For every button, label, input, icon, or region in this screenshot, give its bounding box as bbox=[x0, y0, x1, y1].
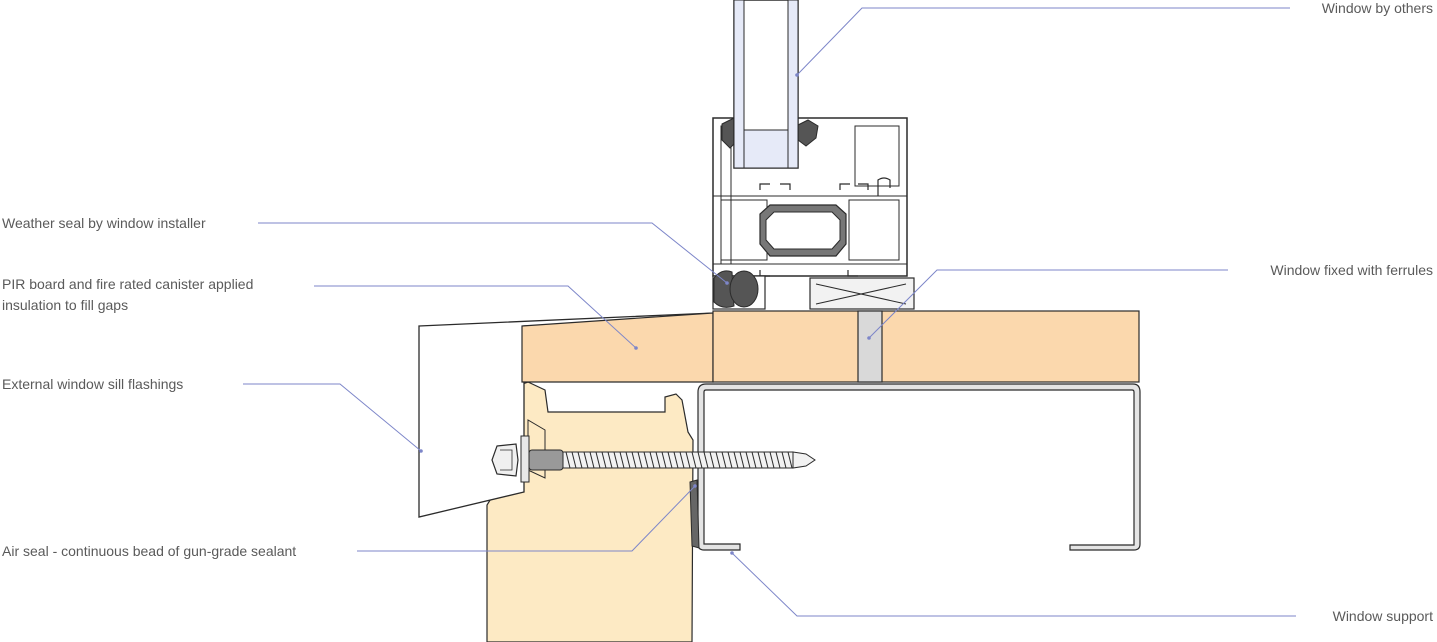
leader-window-by-others bbox=[796, 7, 1290, 76]
leader-lines bbox=[243, 7, 1296, 617]
label-pir-board-line1: PIR board and fire rated canister applie… bbox=[2, 276, 253, 292]
label-sill-flashings: External window sill flashings bbox=[2, 376, 183, 392]
pir-board bbox=[521, 310, 1140, 383]
leader-window-support bbox=[731, 552, 1296, 617]
label-window-by-others: Window by others bbox=[1322, 0, 1433, 16]
label-weather-seal: Weather seal by window installer bbox=[2, 215, 206, 231]
label-pir-board-line2: insulation to fill gaps bbox=[2, 297, 128, 313]
ferrule bbox=[857, 310, 883, 383]
leader-air-seal bbox=[357, 485, 696, 552]
window-support-bracket bbox=[697, 383, 1141, 551]
glass-unit bbox=[733, 0, 799, 169]
label-window-support: Window support bbox=[1333, 608, 1433, 624]
air-seal-bead bbox=[689, 479, 700, 549]
leader-end-dots bbox=[419, 73, 871, 555]
weather-seal bbox=[713, 270, 759, 308]
label-air-seal: Air seal - continuous bead of gun-grade … bbox=[2, 543, 296, 559]
leader-pir-board bbox=[314, 285, 637, 349]
leader-window-fixed bbox=[868, 269, 1228, 339]
self-drilling-screw bbox=[491, 435, 816, 483]
leader-sill-flashings bbox=[243, 383, 422, 452]
packer bbox=[809, 277, 915, 310]
screw-thread bbox=[565, 451, 793, 469]
label-window-fixed: Window fixed with ferrules bbox=[1270, 262, 1433, 278]
leader-weather-seal bbox=[258, 222, 728, 284]
